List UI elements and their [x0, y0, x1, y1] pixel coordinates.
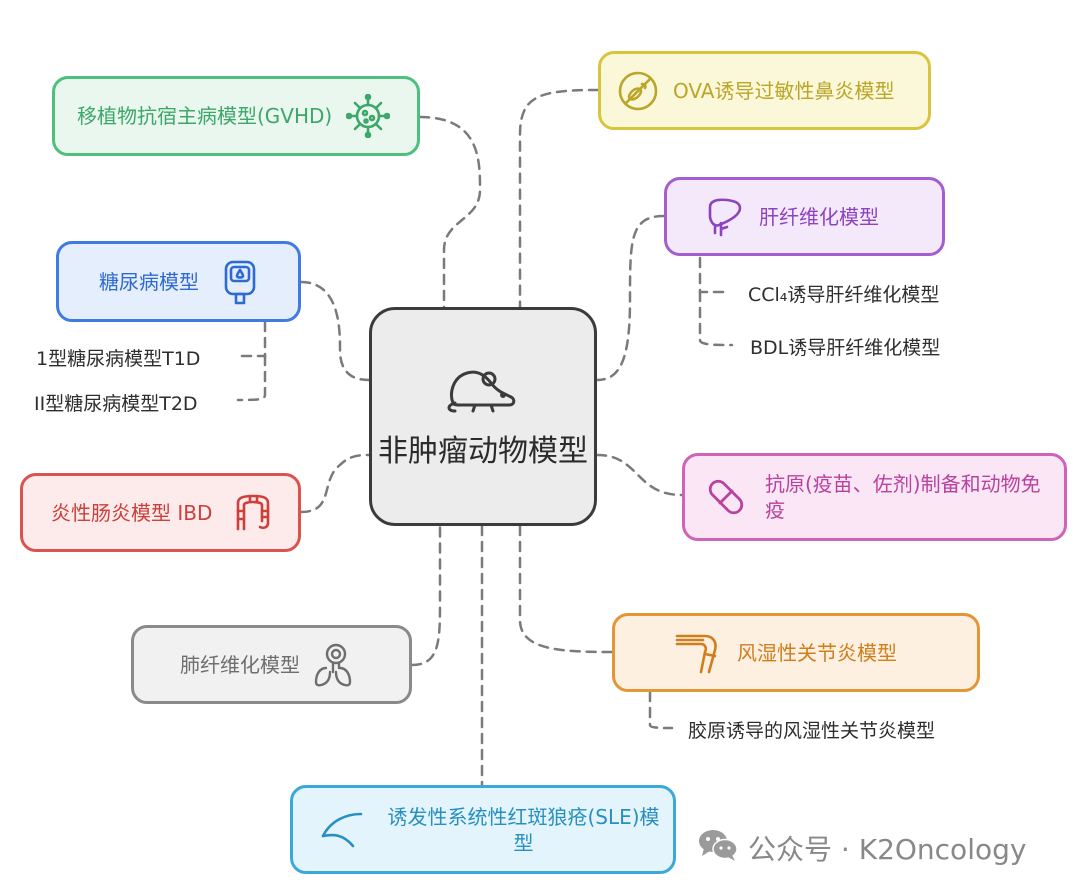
mouse-icon — [445, 363, 521, 419]
node-gvhd[interactable]: 移植物抗宿主病模型(GVHD) — [52, 76, 420, 156]
glucose-meter-icon — [223, 259, 257, 305]
no-allergen-icon — [617, 70, 659, 112]
leaf-bdl: BDL诱导肝纤维化模型 — [750, 337, 941, 359]
leaf-cia: 胶原诱导的风湿性关节炎模型 — [688, 720, 936, 742]
intestine-icon — [230, 493, 276, 533]
node-label: 移植物抗宿主病模型(GVHD) — [77, 104, 333, 128]
link-ccl4 — [698, 256, 732, 294]
node-label: 糖尿病模型 — [99, 269, 199, 294]
watermark: 公众号 · K2Oncology — [698, 828, 1026, 868]
node-sle[interactable]: 诱发性系统性红斑狼疮(SLE)模型 — [290, 785, 676, 874]
leaf-t2d: II型糖尿病模型T2D — [34, 393, 198, 415]
lungs-icon — [312, 642, 354, 688]
virus-icon — [346, 94, 391, 138]
node-label: 肝纤维化模型 — [759, 204, 879, 229]
node-ra[interactable]: 风湿性关节炎模型 — [612, 613, 980, 692]
node-ova[interactable]: OVA诱导过敏性鼻炎模型 — [598, 51, 931, 130]
leaf-t1d: 1型糖尿病模型T1D — [36, 348, 201, 370]
leaf-ccl4: CCl₄诱导肝纤维化模型 — [748, 284, 940, 306]
watermark-text: 公众号 · K2Oncology — [748, 833, 1027, 866]
node-label: 炎性肠炎模型 IBD — [51, 500, 213, 525]
link-cia — [648, 690, 674, 730]
capsule-icon — [703, 474, 749, 520]
link-diabetes — [299, 280, 371, 382]
liver-icon — [707, 197, 743, 237]
wechat-icon — [698, 828, 738, 869]
link-t1d — [236, 320, 267, 358]
link-liver — [595, 214, 666, 382]
knee-joint-icon — [675, 632, 721, 674]
link-bdl — [698, 290, 734, 347]
link-ra — [518, 524, 614, 654]
node-liver[interactable]: 肝纤维化模型 — [664, 177, 945, 256]
center-title: 非肿瘤动物模型 — [378, 433, 588, 469]
link-t2d — [236, 354, 267, 402]
node-label: 抗原(疫苗、佐剂)制备和动物免疫 — [765, 472, 1041, 522]
node-diabetes[interactable]: 糖尿病模型 — [56, 241, 301, 322]
node-label: OVA诱导过敏性鼻炎模型 — [673, 78, 895, 103]
link-gvhd — [418, 115, 482, 309]
node-label: 风湿性关节炎模型 — [737, 640, 897, 665]
link-antigen — [595, 453, 684, 497]
butterfly-rash-icon — [319, 810, 365, 850]
node-label: 诱发性系统性红斑狼疮(SLE)模型 — [387, 804, 660, 855]
center-node[interactable]: 非肿瘤动物模型 — [369, 307, 597, 526]
link-ibd — [299, 453, 371, 514]
node-lung[interactable]: 肺纤维化模型 — [131, 625, 412, 704]
node-antigen[interactable]: 抗原(疫苗、佐剂)制备和动物免疫 — [682, 453, 1067, 541]
link-ova — [518, 88, 600, 309]
node-ibd[interactable]: 炎性肠炎模型 IBD — [20, 473, 301, 552]
node-label: 肺纤维化模型 — [180, 652, 300, 677]
link-lung — [410, 524, 442, 667]
